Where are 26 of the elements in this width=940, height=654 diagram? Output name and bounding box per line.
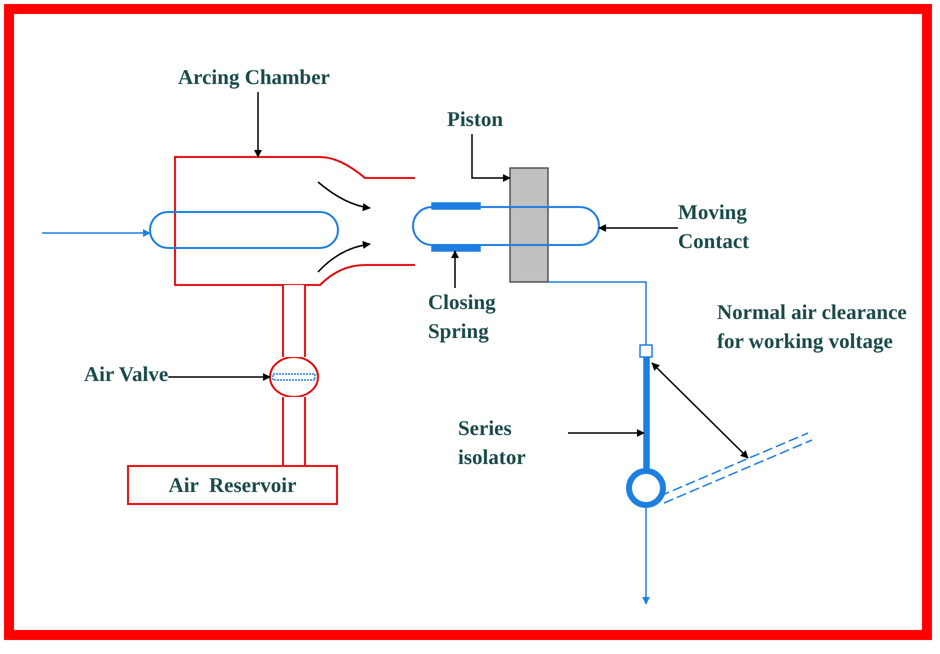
air-pipe	[282, 397, 306, 465]
leader-arrow	[168, 373, 271, 381]
closing-spring	[431, 202, 481, 252]
part-label: Series isolator	[458, 414, 568, 472]
isolator-blade	[626, 344, 666, 508]
leader-arrow	[568, 429, 645, 437]
air-valve	[269, 356, 319, 398]
reservoir-box: Air Reservoir	[127, 465, 338, 505]
leader-arrow	[598, 224, 678, 232]
part-label: Moving Contact	[678, 198, 788, 256]
fixed-contact	[149, 211, 339, 249]
flow-arrow	[642, 505, 650, 605]
contact-stem	[548, 281, 647, 345]
flow-arrow	[42, 229, 151, 237]
part-label: Closing Spring	[428, 288, 528, 346]
note-text: Normal air clearance for working voltage	[717, 299, 908, 355]
leader-arrow	[471, 134, 511, 182]
leader-arrow	[254, 92, 262, 158]
moving-contact	[412, 206, 600, 246]
part-label: Air Valve	[84, 360, 168, 389]
part-label: Arcing Chamber	[178, 63, 330, 92]
leader-arrow	[451, 250, 459, 288]
air-pipe	[282, 285, 306, 357]
arcing-chamber-outline	[174, 156, 415, 286]
part-label: Piston	[447, 105, 504, 134]
piston	[509, 167, 549, 283]
